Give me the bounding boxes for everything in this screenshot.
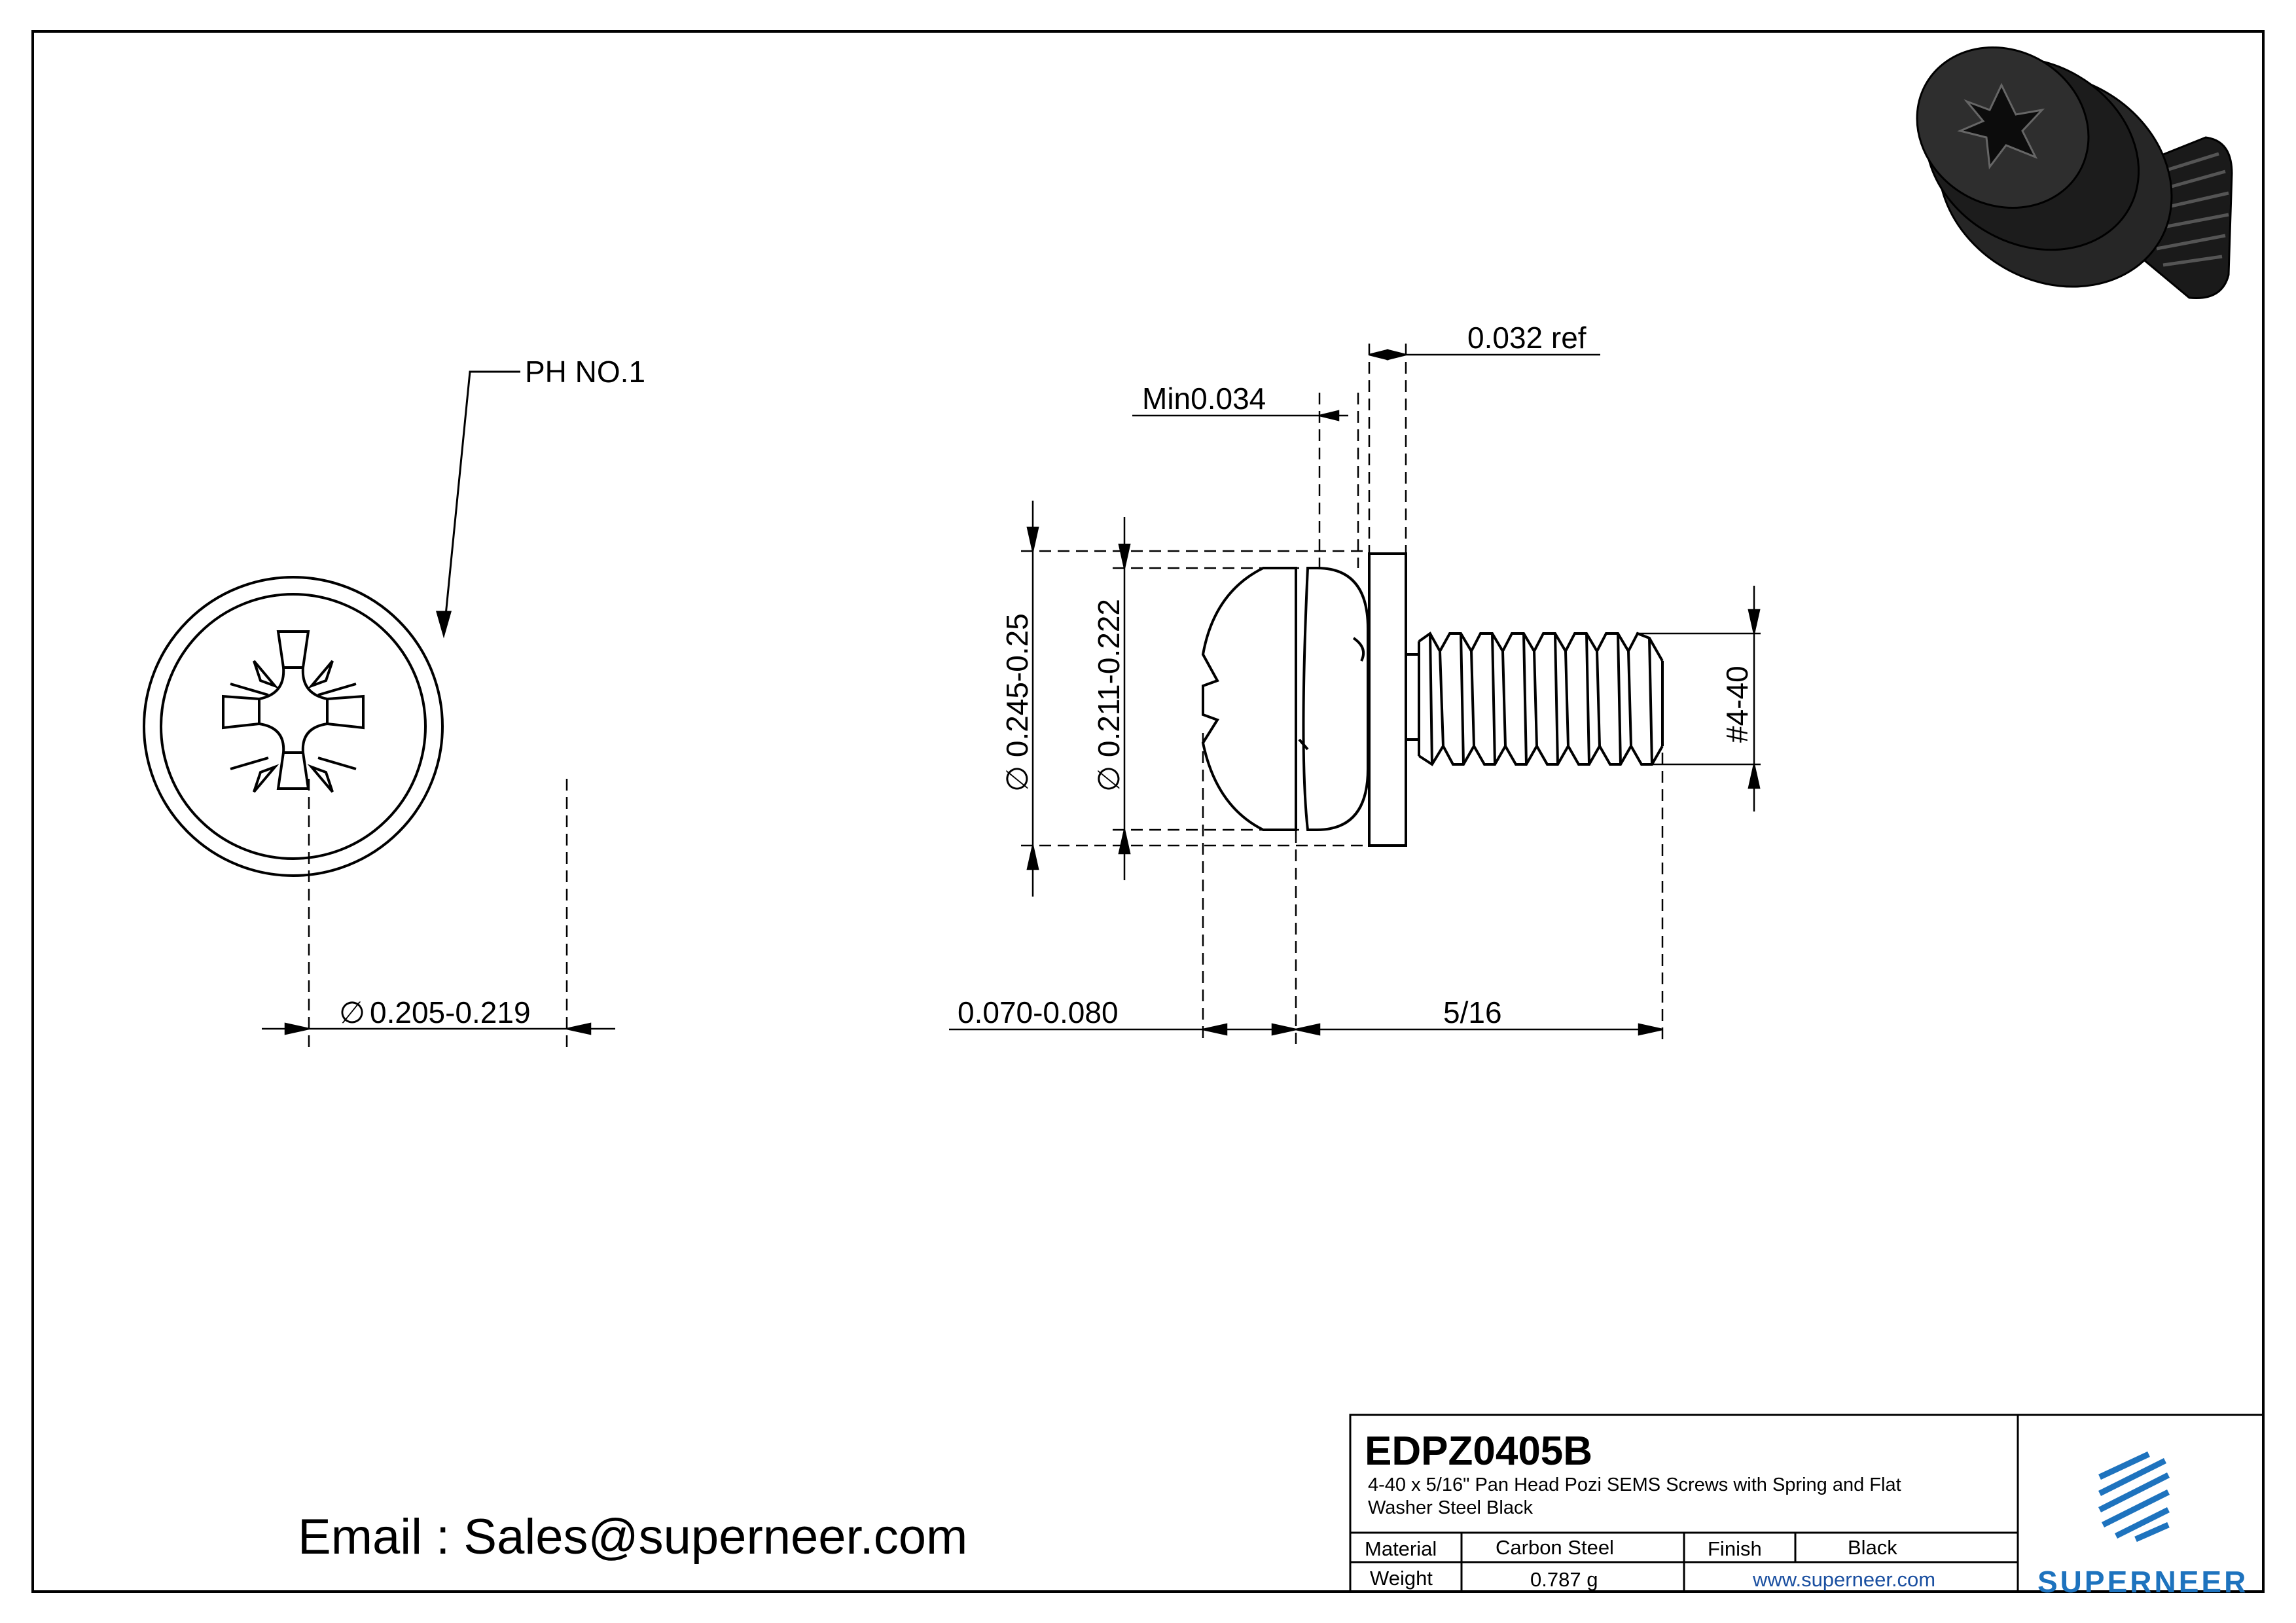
superneer-logo-icon — [2098, 1451, 2170, 1543]
drive-leader — [436, 370, 520, 639]
drive-label: PH NO.1 — [525, 355, 645, 389]
finish-value: Black — [1848, 1536, 1897, 1559]
head-outline — [160, 593, 427, 860]
washer-dia-label: ∅ 0.211-0.222 — [1092, 599, 1126, 792]
head-height-label: 0.070-0.080 — [958, 995, 1119, 1029]
washer-dia-dimension — [1113, 517, 1299, 880]
side-view — [1201, 552, 1664, 847]
recess-dia-dimension — [262, 779, 615, 1047]
min-thickness-dimension — [1132, 393, 1359, 568]
pan-head — [1201, 567, 1297, 831]
recess-dia-label: 0.205-0.219 — [370, 995, 531, 1029]
sheet-border — [31, 30, 2265, 1593]
thread-label: #4-40 — [1720, 666, 1754, 743]
recess-dia-symbol: ∅ — [339, 995, 365, 1029]
thread-top — [1418, 632, 1664, 662]
length-dimensions — [949, 733, 1664, 1044]
screw-3d-render — [1916, 46, 2233, 300]
min-thickness-label: Min0.034 — [1142, 382, 1266, 416]
washer-ref-label: 0.032 ref — [1467, 321, 1587, 355]
flat-washer — [1368, 552, 1407, 847]
website-link[interactable]: www.superneer.com — [1753, 1568, 1936, 1591]
washer-outline — [143, 576, 444, 877]
title-block-grid — [1349, 1414, 2265, 1593]
material-label: Material — [1365, 1537, 1437, 1560]
brand-name: SUPERNEER — [2037, 1565, 2249, 1599]
thread-bottom — [1418, 743, 1664, 766]
pozi-ticks — [253, 660, 334, 793]
washer-ref-dimension — [1368, 344, 1600, 554]
head-dia-label: ∅ 0.245-0.25 — [1000, 613, 1034, 792]
length-label: 5/16 — [1443, 995, 1502, 1029]
part-number: EDPZ0405B — [1365, 1429, 1593, 1474]
material-value: Carbon Steel — [1496, 1536, 1614, 1559]
spring-washer — [1302, 567, 1369, 831]
contact-email: Email : Sales@superneer.com — [298, 1509, 968, 1565]
thread-dimension — [1636, 586, 1761, 812]
weight-label: Weight — [1370, 1567, 1433, 1590]
part-description: 4-40 x 5/16" Pan Head Pozi SEMS Screws w… — [1368, 1474, 1901, 1518]
top-view — [143, 576, 444, 877]
weight-value: 0.787 g — [1530, 1568, 1598, 1591]
finish-label: Finish — [1708, 1537, 1762, 1560]
title-block: EDPZ0405B 4-40 x 5/16" Pan Head Pozi SEM… — [1350, 1415, 2270, 1599]
head-dia-dimension — [1021, 501, 1369, 897]
